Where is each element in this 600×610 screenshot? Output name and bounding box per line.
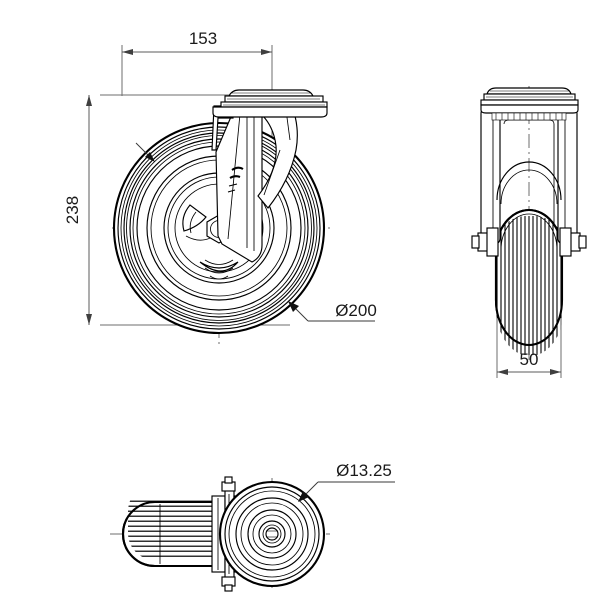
dimension-overall-height-text: 238 xyxy=(63,196,82,224)
dimension-overall-length-text: 153 xyxy=(189,29,217,48)
side-swivel-fork xyxy=(480,107,578,245)
fork-logo-mark xyxy=(227,166,244,193)
front-tire-pointer xyxy=(135,142,155,162)
side-view: 50 xyxy=(471,86,587,378)
side-wheel-tire xyxy=(494,208,564,355)
front-view: 153 238 xyxy=(63,29,377,345)
side-axle-bolts xyxy=(471,227,587,257)
side-top-plate xyxy=(480,87,579,121)
dimension-bolt-hole-diameter: Ø13.25 xyxy=(298,461,395,502)
dimension-overall-height: 238 xyxy=(63,95,92,325)
dimension-wheel-diameter: Ø200 xyxy=(288,301,377,322)
dimension-overall-length: 153 xyxy=(122,29,272,55)
dimension-bolt-hole-diameter-text: Ø13.25 xyxy=(336,461,392,480)
top-swivel-plate xyxy=(218,480,326,588)
front-top-plate xyxy=(212,89,328,118)
top-view: Ø13.25 xyxy=(110,461,395,592)
dimension-wheel-width: 50 xyxy=(496,318,562,378)
dimension-wheel-diameter-text: Ø200 xyxy=(335,301,377,320)
dimension-wheel-width-text: 50 xyxy=(520,350,539,369)
side-ball-race xyxy=(491,112,567,121)
